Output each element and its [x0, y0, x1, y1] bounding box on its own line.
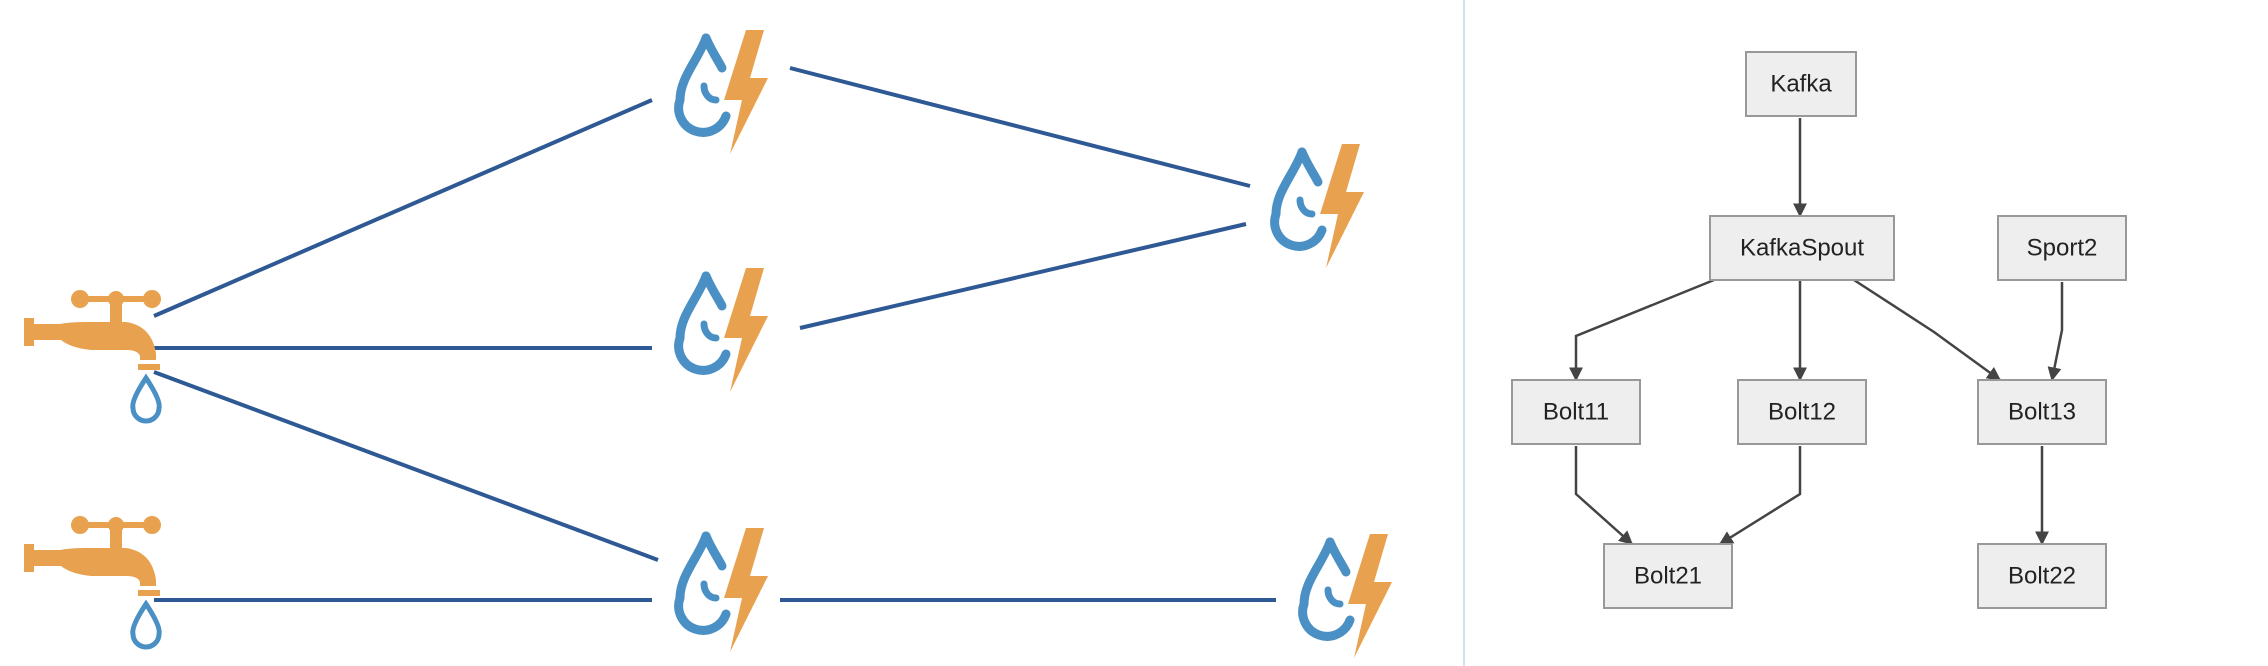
- node-kafkaspout: KafkaSpout: [1709, 215, 1895, 281]
- node-kafka: Kafka: [1745, 51, 1857, 117]
- right-topology: Kafka KafkaSpout Sport2 Bolt11 Bolt12 Bo…: [1511, 51, 2127, 609]
- edge-kafkaspout-bolt13: [1853, 278, 2002, 382]
- node-bolt12: Bolt12: [1737, 379, 1867, 445]
- arrow-spout1-boltc: [153, 370, 659, 562]
- bolt-drop-lightning-icon: [679, 268, 768, 392]
- node-bolt21: Bolt21: [1603, 543, 1733, 609]
- edge-bolt11-bolt21: [1574, 446, 1634, 545]
- node-label: Kafka: [1770, 70, 1832, 97]
- node-bolt22: Bolt22: [1977, 543, 2107, 609]
- node-bolt13: Bolt13: [1977, 379, 2107, 445]
- left-topology: [24, 30, 1392, 658]
- bolt-drop-lightning-icon: [679, 528, 768, 652]
- spout-tap-icon: [24, 516, 161, 647]
- node-bolt11: Bolt11: [1511, 379, 1641, 445]
- bolt-drop-lightning-icon: [1275, 144, 1364, 268]
- node-label: Bolt12: [1768, 398, 1836, 425]
- edge-sport2-bolt13: [2047, 282, 2064, 382]
- node-label: Bolt21: [1634, 562, 1702, 589]
- node-label: Bolt22: [2008, 562, 2076, 589]
- spout-tap-icon: [24, 290, 161, 421]
- edge-bolt12-bolt21: [1718, 446, 1802, 546]
- bolt-drop-lightning-icon: [679, 30, 768, 154]
- edge-kafkaspout-bolt11: [1569, 278, 1715, 382]
- node-label: Bolt11: [1543, 398, 1609, 425]
- node-label: KafkaSpout: [1740, 234, 1864, 261]
- bolt-drop-lightning-icon: [1303, 534, 1392, 658]
- arrow-boltb-boltd: [799, 222, 1247, 330]
- node-label: Bolt13: [2008, 398, 2076, 425]
- node-label: Sport2: [2027, 234, 2098, 261]
- arrow-bolta-boltd: [789, 66, 1251, 188]
- arrow-spout1-bolta: [153, 98, 653, 318]
- node-sport2: Sport2: [1997, 215, 2127, 281]
